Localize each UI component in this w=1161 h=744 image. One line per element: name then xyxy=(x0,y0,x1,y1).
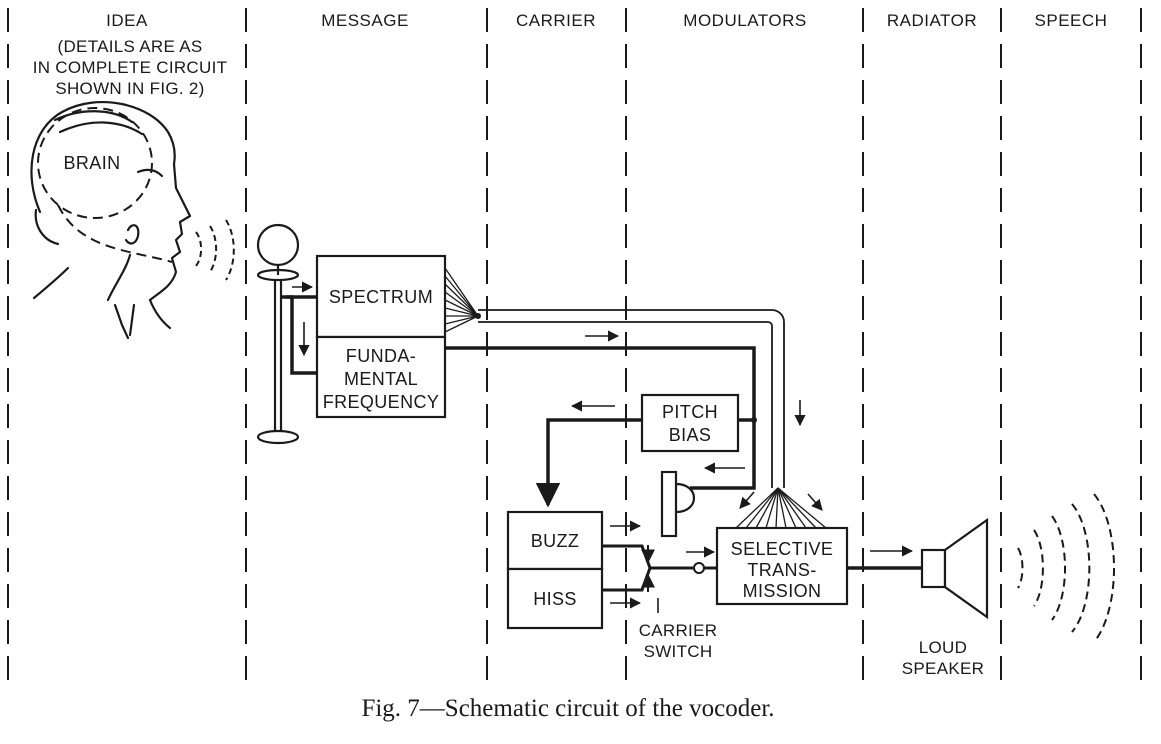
selective-label-line-1: SELECTIVE xyxy=(731,539,834,559)
loud-speaker-label-line-1: LOUD xyxy=(919,638,967,657)
selective-label-line-3: MISSION xyxy=(743,581,822,601)
modulator-channel-fan xyxy=(735,487,827,529)
microphone-feed-wires xyxy=(281,295,317,375)
arrow-fan-left xyxy=(739,491,755,509)
fundamental-label-line-1: FUNDA- xyxy=(346,346,416,366)
mouth-sound-waves-icon xyxy=(195,219,235,281)
bias-switch-icon xyxy=(660,470,695,538)
brain-outline xyxy=(37,107,173,263)
column-header-idea: IDEA xyxy=(106,11,148,30)
column-header-message: MESSAGE xyxy=(321,11,409,30)
loudspeaker-icon xyxy=(920,517,989,620)
head-profile-illustration xyxy=(30,100,192,340)
column-header-carrier: CARRIER xyxy=(516,11,596,30)
hiss-box-label: HISS xyxy=(533,589,577,609)
carrier-switch-contact xyxy=(693,562,705,574)
microphone-icon xyxy=(256,223,300,445)
figure-caption: Fig. 7—Schematic circuit of the vocoder. xyxy=(361,695,774,722)
carrier-boxes xyxy=(506,510,604,630)
spectrum-channel-fan xyxy=(444,267,479,333)
column-dividers xyxy=(7,8,1142,680)
carrier-switch-label-line-1: CARRIER xyxy=(639,621,718,640)
column-header-modulators: MODULATORS xyxy=(683,11,806,30)
loud-speaker-label-line-2: SPEAKER xyxy=(902,659,984,678)
carrier-switch-label-line-2: SWITCH xyxy=(644,642,713,661)
selective-label-line-2: TRANS- xyxy=(747,560,816,580)
selective-transmission-box xyxy=(715,526,849,606)
spectrum-cable xyxy=(478,309,785,488)
column-header-speech: SPEECH xyxy=(1035,11,1108,30)
fundamental-label-line-2: MENTAL xyxy=(344,369,418,389)
pitch-bias-junction xyxy=(751,417,757,423)
arrow-fan-right xyxy=(807,493,823,511)
buzz-box-label: BUZZ xyxy=(531,531,580,551)
idea-note-line-1: (DETAILS ARE AS xyxy=(58,37,203,56)
spectrum-junction xyxy=(475,313,481,319)
spectrum-box-label: SPECTRUM xyxy=(329,287,433,307)
column-header-radiator: RADIATOR xyxy=(887,11,977,30)
idea-note-line-3: SHOWN IN FIG. 2) xyxy=(55,79,204,98)
pitch-bias-label-line-1: PITCH xyxy=(662,402,718,422)
idea-note-line-2: IN COMPLETE CIRCUIT xyxy=(33,58,228,77)
pitch-bias-box xyxy=(640,393,740,453)
pitch-bias-label-line-2: BIAS xyxy=(669,425,712,445)
speech-sound-waves-icon xyxy=(1017,493,1116,643)
pitch-to-buzz-wire xyxy=(535,418,642,508)
brain-label: BRAIN xyxy=(63,153,120,173)
fundamental-label-line-3: FREQUENCY xyxy=(323,392,440,412)
message-boxes xyxy=(315,254,447,419)
